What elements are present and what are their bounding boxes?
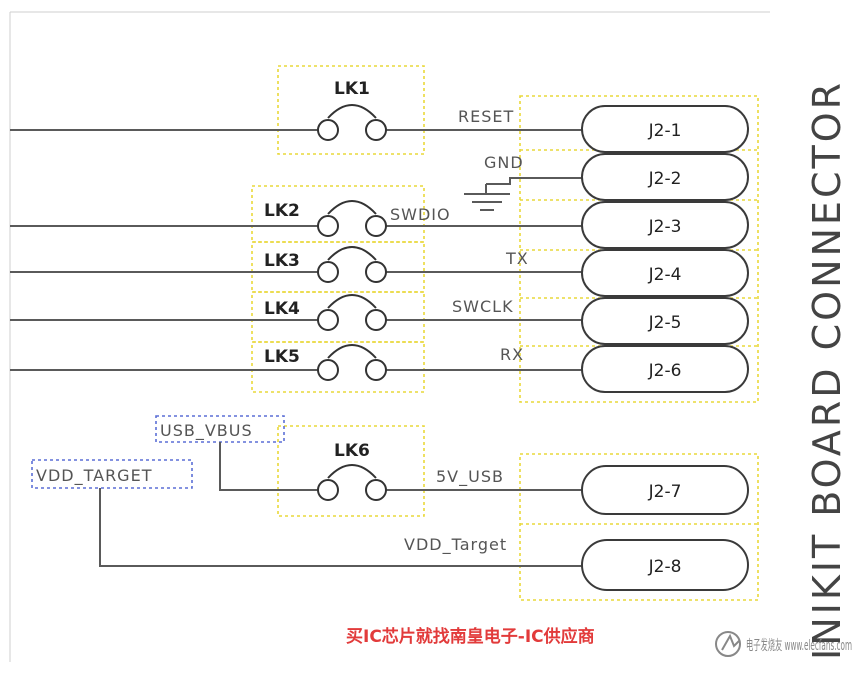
net-label-usb-vbus: USB_VBUS — [160, 421, 253, 441]
pin-j2-2: J2-2 — [581, 153, 749, 201]
net-label-vdd-target: VDD_TARGET — [36, 466, 152, 486]
signal-swdio: SWDIO — [390, 205, 451, 224]
lk5-jumper — [317, 344, 387, 381]
pin-label: J2-1 — [648, 121, 682, 141]
lk6-jumper — [317, 464, 387, 501]
lk5-label: LK5 — [264, 347, 300, 367]
lk3-label: LK3 — [264, 251, 300, 271]
lk3-jumper — [317, 246, 387, 283]
wire-vdd-target — [99, 488, 582, 567]
signal-5v-usb: 5V_USB — [436, 467, 504, 487]
site-logo-text: 电子发烧友 www.elecfans.com — [746, 638, 852, 654]
signal-reset: RESET — [458, 107, 514, 126]
signal-rx: RX — [500, 345, 524, 364]
pin-j2-4: J2-4 — [581, 249, 749, 297]
pin-label: J2-8 — [648, 557, 682, 577]
pin-label: J2-3 — [648, 217, 682, 237]
lk2-label: LK2 — [264, 201, 300, 221]
wire-usb-vbus — [219, 442, 320, 491]
pin-label: J2-7 — [648, 482, 682, 502]
pin-j2-8: J2-8 — [581, 539, 749, 591]
lk4-label: LK4 — [264, 299, 300, 319]
connector-group-box — [519, 95, 759, 403]
connector-title: INIKIT BOARD CONNECTOR — [805, 80, 849, 660]
pin-label: J2-4 — [648, 265, 682, 285]
site-logo: 电子发烧友 www.elecfans.com — [715, 631, 852, 657]
lk1-label: LK1 — [334, 79, 370, 99]
pin-label: J2-5 — [648, 313, 682, 333]
pin-j2-1: J2-1 — [581, 105, 749, 153]
pin-j2-5: J2-5 — [581, 297, 749, 345]
signal-swclk: SWCLK — [452, 297, 514, 316]
watermark-text: 买IC芯片就找南皇电子-IC供应商 — [346, 626, 595, 647]
lk1-box — [277, 65, 425, 155]
pin-j2-3: J2-3 — [581, 201, 749, 249]
pin-j2-7: J2-7 — [581, 465, 749, 515]
lk4-jumper — [317, 294, 387, 331]
pin-label: J2-2 — [648, 169, 682, 189]
vdd-target-box — [31, 459, 193, 489]
signal-tx: TX — [505, 249, 529, 268]
lk5-box — [251, 341, 425, 393]
lk1-jumper — [317, 104, 387, 141]
pin-label: J2-6 — [648, 361, 682, 381]
lk2-jumper — [317, 200, 387, 237]
signal-vdd-target: VDD_Target — [404, 535, 507, 555]
wire-gnd — [486, 177, 582, 185]
lk6-label: LK6 — [334, 441, 370, 461]
pin-j2-6: J2-6 — [581, 345, 749, 393]
lk6-box — [277, 425, 425, 517]
signal-gnd: GND — [484, 153, 524, 172]
